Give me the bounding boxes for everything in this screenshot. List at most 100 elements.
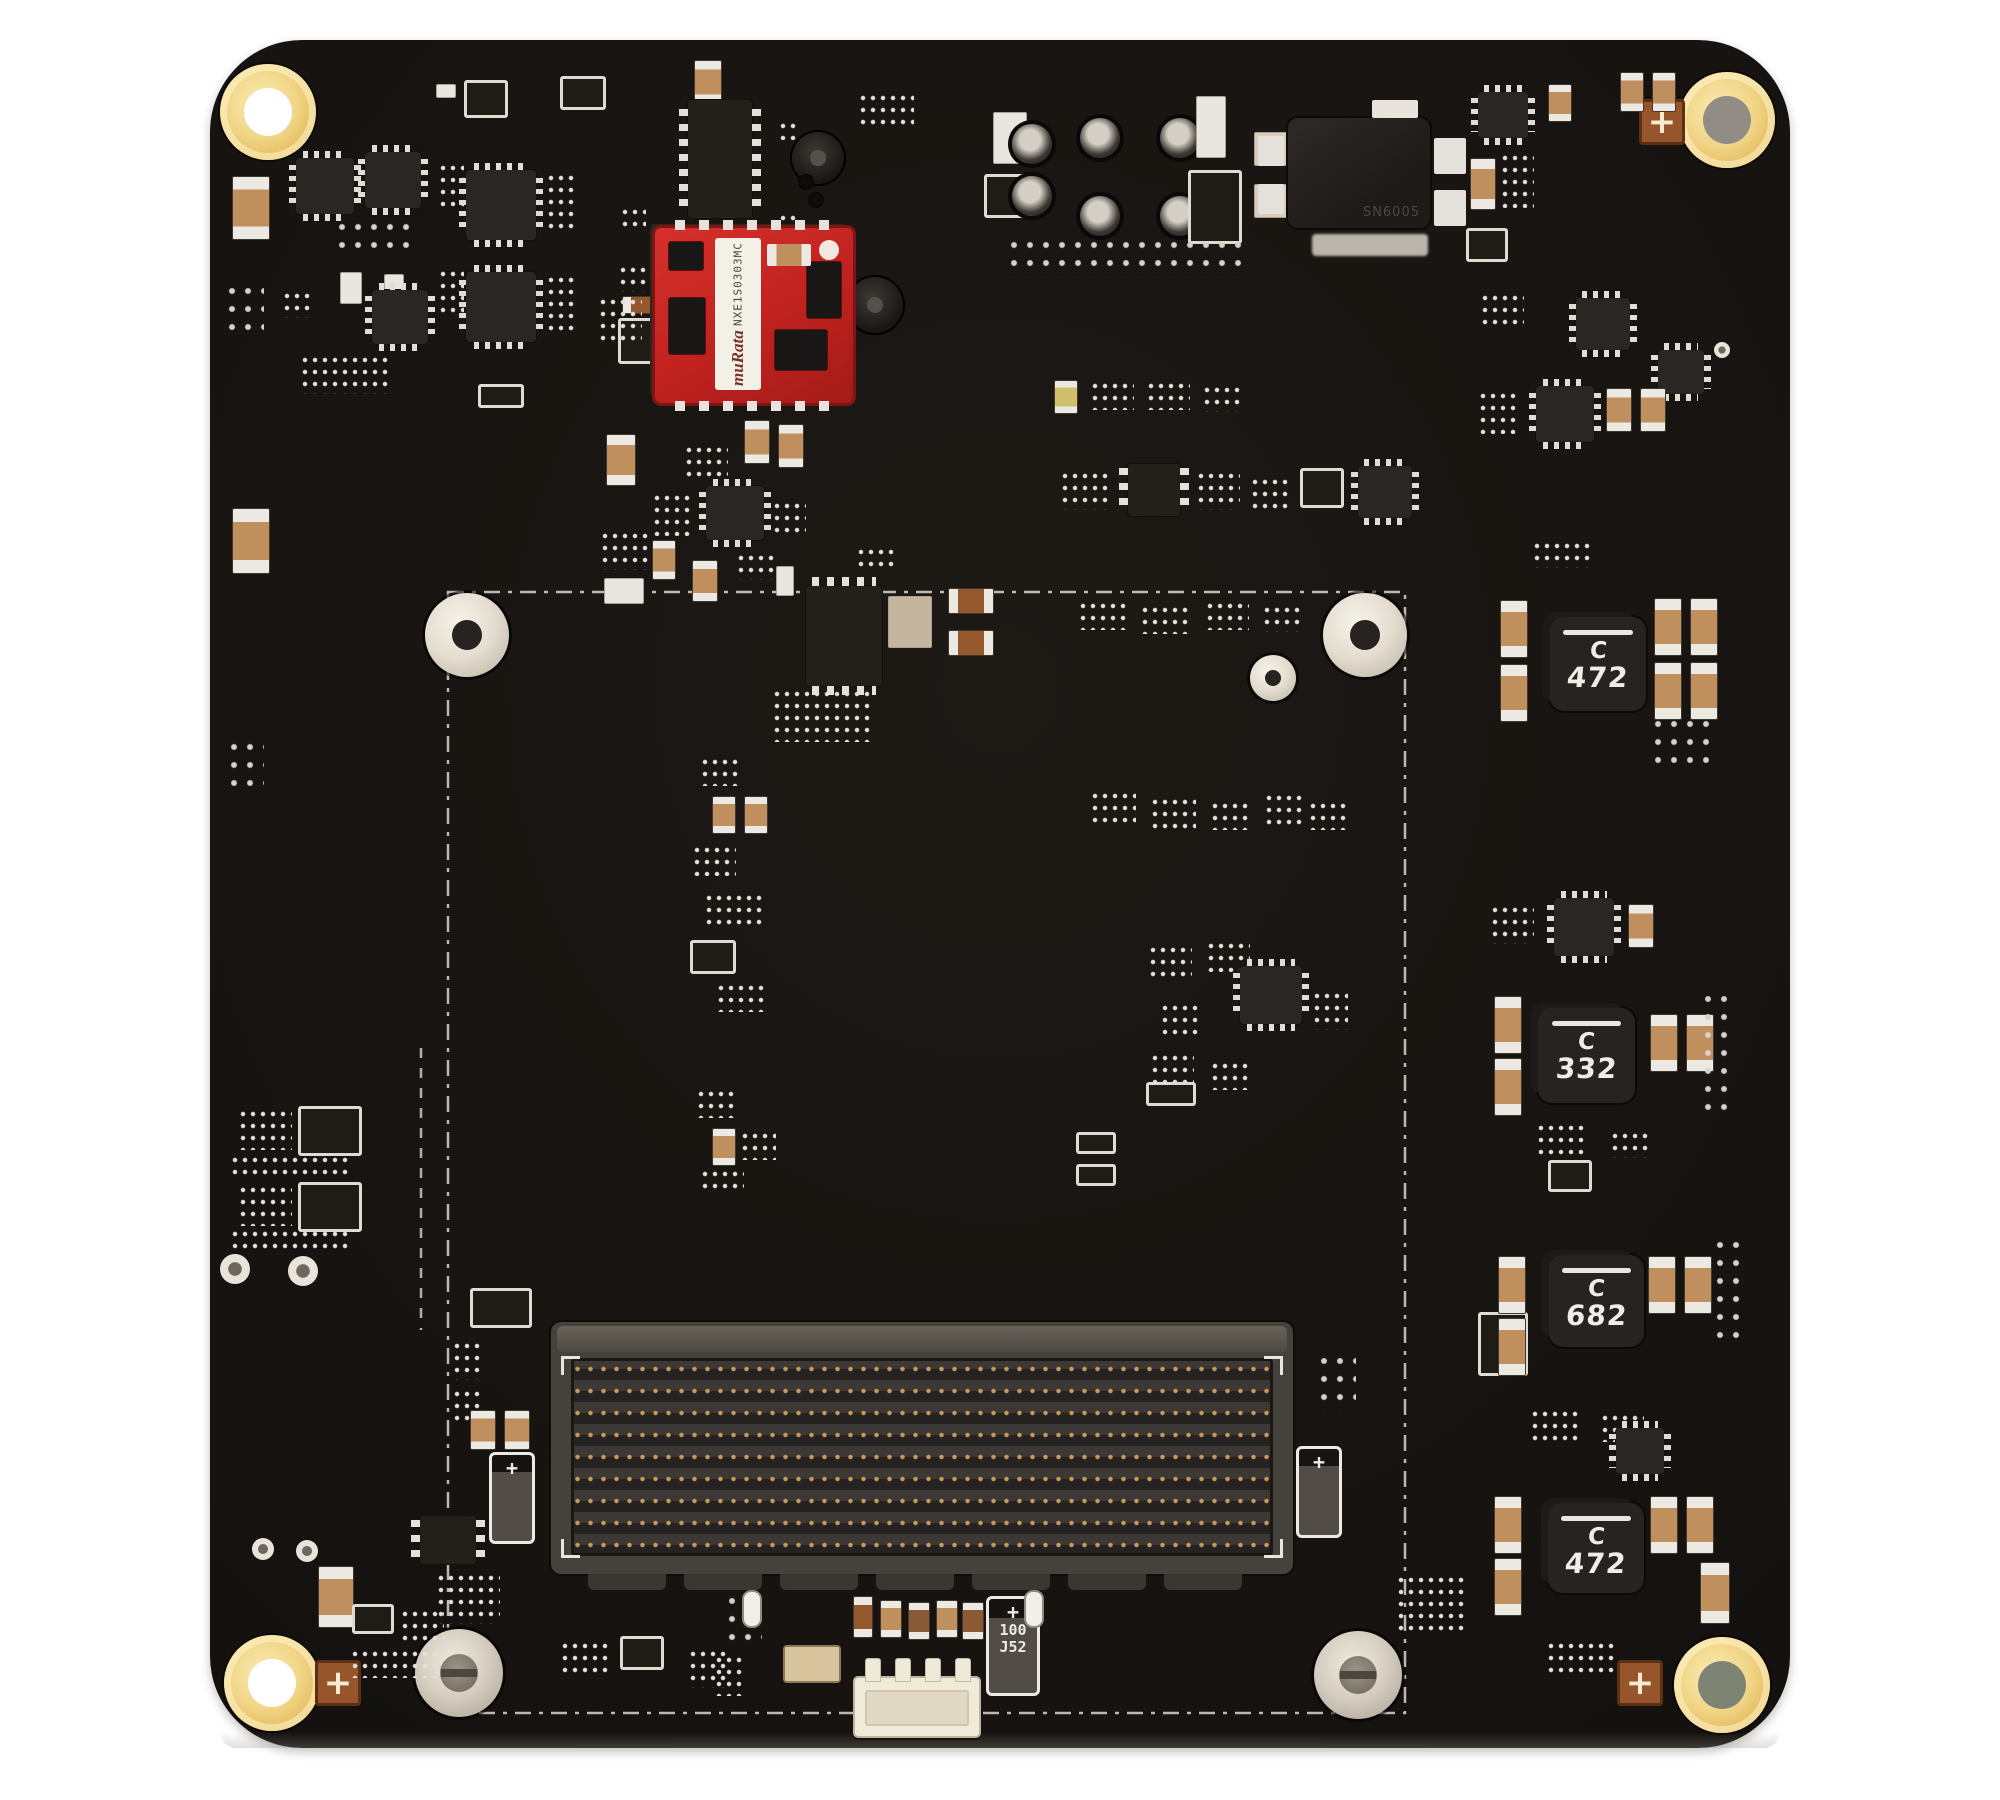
qfn-pins — [699, 492, 706, 534]
connector-bracket — [1264, 1539, 1283, 1558]
pads-component — [282, 290, 312, 318]
via-component — [288, 1256, 318, 1286]
pads-component — [230, 1154, 348, 1178]
capv-component — [1650, 1014, 1678, 1072]
qfn-pins — [1351, 472, 1358, 512]
chipo-component — [298, 1106, 362, 1156]
qfn-pins — [1651, 355, 1658, 389]
screw-small — [1250, 655, 1296, 701]
through-pins-2x2 — [1080, 118, 1200, 236]
connector-pin-array — [571, 1358, 1273, 1556]
pads-component — [600, 530, 648, 570]
capv-component — [744, 796, 768, 834]
qfn-pins — [712, 479, 758, 486]
qfn-pins — [1364, 518, 1406, 525]
qfn-component — [358, 145, 428, 215]
pads-component — [546, 172, 576, 234]
capv-component — [1690, 662, 1718, 720]
qfn-pins — [1247, 1024, 1295, 1031]
pads-component — [1202, 384, 1242, 412]
standoff-screw-br — [1314, 1631, 1402, 1719]
solder-pad — [1434, 138, 1466, 174]
inductor-value: 682 — [1564, 1299, 1629, 1332]
via-component — [296, 1540, 318, 1562]
capv-component — [1690, 598, 1718, 656]
qfn-pins — [536, 280, 543, 334]
capv-component — [606, 434, 636, 486]
pads-component — [230, 1228, 348, 1252]
chipo-component — [478, 384, 524, 408]
connector-notch — [876, 1574, 954, 1590]
soic-component — [679, 100, 761, 218]
wcomp-component — [776, 566, 794, 596]
qfn-component — [459, 163, 543, 247]
connector-notch — [1068, 1574, 1146, 1590]
chipo-component — [560, 76, 606, 110]
chipo-component — [1076, 1132, 1116, 1154]
chipo-component — [470, 1288, 532, 1328]
pads-component — [400, 1608, 444, 1644]
mount-hole-bl — [224, 1635, 320, 1731]
pads-component — [620, 206, 646, 230]
qfn-component — [365, 283, 435, 351]
pads-component — [1148, 944, 1192, 980]
fiducial-cross: + — [1625, 1663, 1655, 1703]
fiducial-cross: + — [323, 1663, 353, 1703]
wcomp-component — [1196, 96, 1226, 158]
pads-component — [350, 1648, 440, 1678]
inductor-top-line — [1551, 1021, 1622, 1026]
module-part-number: SN6005 — [1362, 205, 1420, 220]
qfn-pins — [474, 163, 528, 170]
qfn-pins — [1547, 904, 1554, 950]
connector-bracket — [561, 1539, 580, 1558]
mount-hole-tl — [220, 64, 316, 160]
qfn-pins — [459, 178, 466, 232]
qfn-pins — [474, 240, 528, 247]
capv-component — [1498, 1256, 1526, 1314]
pads-component — [1478, 390, 1518, 434]
capv-component — [1654, 598, 1682, 656]
jst-connector — [853, 1658, 981, 1738]
capv-component — [908, 1602, 930, 1640]
pads-component — [772, 688, 872, 742]
alignment-hole — [1024, 1590, 1044, 1628]
qfn-pins — [1663, 394, 1699, 401]
capv-component — [1654, 662, 1682, 720]
qfn-pins — [1471, 97, 1478, 133]
soic-component — [1119, 464, 1189, 516]
pin1-dot — [819, 240, 839, 260]
qfn-component — [1547, 891, 1621, 963]
chipo-component — [620, 1636, 664, 1670]
cap-polarity-marking-right: + — [1296, 1446, 1342, 1538]
qfn-component — [459, 265, 543, 349]
connector-notch — [972, 1574, 1050, 1590]
qfn-component — [1471, 85, 1535, 145]
pads-component — [700, 1168, 744, 1194]
qfn-pins — [1704, 355, 1711, 389]
viagrid-component — [226, 738, 264, 790]
qfn-pins — [1569, 304, 1576, 344]
qfn-pins — [1484, 138, 1522, 145]
qfn-pins — [1614, 904, 1621, 950]
capv-component — [232, 508, 270, 574]
murata-logo: muRata — [728, 330, 747, 387]
capv-component — [1470, 158, 1496, 210]
inductor-value: 472 — [1563, 1547, 1629, 1580]
soic-pins — [476, 1519, 485, 1561]
capv-component — [1548, 84, 1572, 122]
pads-component — [560, 1640, 610, 1676]
pads-component — [1480, 292, 1524, 328]
pads-component — [1312, 990, 1348, 1030]
pads-component — [1160, 1002, 1200, 1036]
pads-component — [1146, 380, 1190, 410]
pads-component — [1150, 796, 1196, 830]
qfn-component — [1651, 343, 1711, 401]
qfn-pins — [1412, 472, 1419, 512]
dot-component — [798, 174, 814, 190]
capv-component — [694, 60, 722, 104]
qfn-pins — [302, 214, 348, 221]
qfn-pins — [1302, 972, 1309, 1018]
chipo-component — [1146, 1082, 1196, 1106]
hole-center — [248, 1659, 296, 1707]
